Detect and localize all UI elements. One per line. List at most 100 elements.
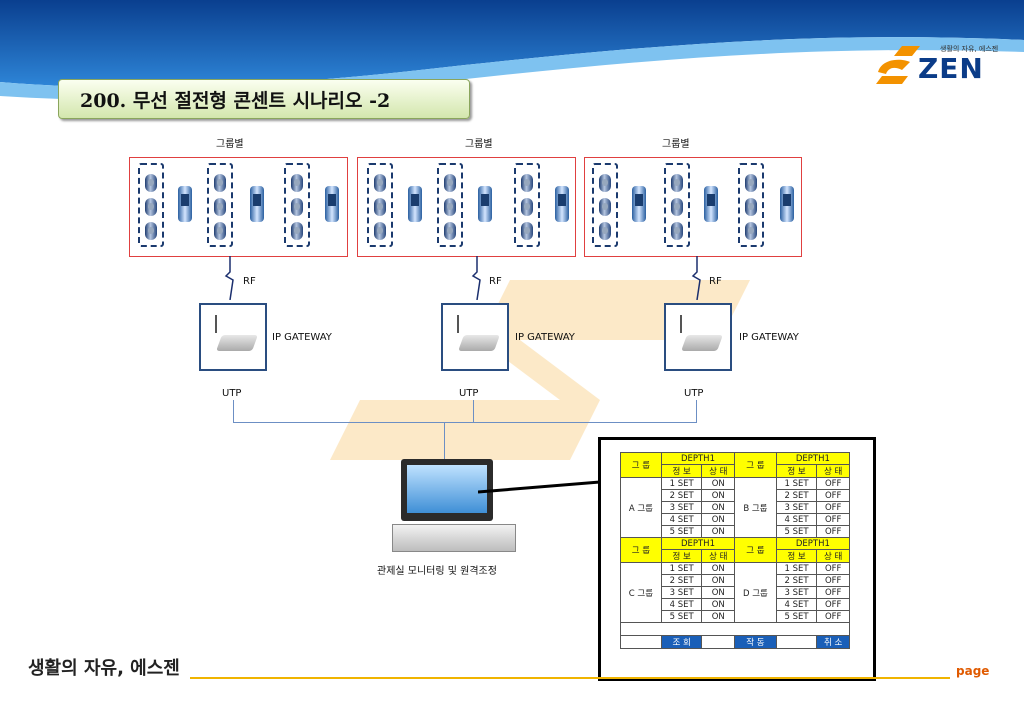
state-header: 상 태 (701, 549, 736, 563)
depth-header: DEPTH1 (775, 452, 851, 465)
status-table: 그 룹 DEPTH1 그 룹 DEPTH1 정 보 상 태 정 보 상 태 A … (620, 452, 851, 649)
state-cell: ON (701, 489, 736, 502)
group-name-a: A 그룹 (620, 477, 662, 538)
router-icon (681, 335, 723, 351)
depth-header: DEPTH1 (660, 452, 736, 465)
remote-icon (178, 186, 192, 222)
utp-label-1: UTP (222, 388, 242, 399)
gateway-label-1: IP GATEWAY (272, 332, 332, 343)
logo-tagline: 생활의 자유, 에스젠 (940, 45, 999, 53)
group-label-2: 그룹별 (465, 139, 493, 150)
plug-icon (521, 222, 533, 240)
remote-icon (704, 186, 718, 222)
state-header: 상 태 (816, 464, 850, 478)
group-name-b: B 그룹 (734, 477, 777, 538)
outlet-strip (514, 163, 540, 247)
state-cell: OFF (816, 586, 850, 599)
state-cell: OFF (816, 501, 850, 514)
plug-icon (444, 198, 456, 216)
set-cell: 2 SET (660, 489, 703, 502)
remote-icon (478, 186, 492, 222)
ip-gateway-box-3 (664, 303, 732, 371)
outlet-strip (207, 163, 233, 247)
state-cell: ON (701, 513, 736, 526)
state-cell: ON (701, 525, 736, 538)
state-cell: OFF (816, 489, 850, 502)
rf-link-icon (224, 256, 234, 300)
ip-gateway-box-1 (199, 303, 267, 371)
plug-icon (671, 222, 683, 240)
page-label: page (956, 664, 990, 678)
szen-logo (876, 46, 920, 84)
remote-icon (250, 186, 264, 222)
logo-wordmark: ZEN (918, 52, 984, 85)
control-room-label: 관제실 모니터링 및 원격조정 (377, 566, 497, 577)
set-cell: 3 SET (660, 586, 703, 599)
set-cell: 5 SET (775, 525, 818, 538)
set-cell: 1 SET (775, 562, 818, 575)
plug-icon (599, 174, 611, 192)
panel-connector-line (478, 480, 600, 494)
set-cell: 3 SET (775, 586, 818, 599)
state-cell: ON (701, 586, 736, 599)
plug-icon (599, 222, 611, 240)
title-box (58, 79, 470, 119)
empty-cell (775, 635, 818, 649)
info-header: 정 보 (775, 549, 818, 563)
plug-icon (214, 198, 226, 216)
plug-icon (745, 174, 757, 192)
set-cell: 1 SET (660, 562, 703, 575)
outlet-strip (592, 163, 618, 247)
remote-icon (780, 186, 794, 222)
monitor-screen (407, 465, 487, 513)
state-cell: ON (701, 610, 736, 623)
state-header: 상 태 (701, 464, 736, 478)
plug-icon (145, 222, 157, 240)
query-button[interactable]: 조 회 (660, 635, 703, 649)
empty-cell (701, 635, 736, 649)
footer-slogan: 생활의 자유, 에스젠 (28, 658, 180, 679)
plug-icon (374, 222, 386, 240)
rf-label-1: RF (243, 276, 256, 287)
ip-gateway-box-2 (441, 303, 509, 371)
utp-label-2: UTP (459, 388, 479, 399)
set-cell: 2 SET (660, 574, 703, 587)
plug-icon (521, 174, 533, 192)
state-cell: ON (701, 574, 736, 587)
plug-icon (444, 222, 456, 240)
plug-icon (374, 174, 386, 192)
plug-icon (671, 174, 683, 192)
state-cell: ON (701, 598, 736, 611)
run-button[interactable]: 작 동 (734, 635, 777, 649)
remote-icon (325, 186, 339, 222)
rf-link-icon (471, 256, 481, 300)
plug-icon (444, 174, 456, 192)
group-box-1 (129, 157, 348, 257)
gateway-label-2: IP GATEWAY (515, 332, 575, 343)
outlet-strip (437, 163, 463, 247)
plug-icon (521, 198, 533, 216)
plug-icon (291, 222, 303, 240)
router-icon (458, 335, 500, 351)
set-cell: 5 SET (660, 610, 703, 623)
group-header: 그 룹 (620, 452, 662, 478)
group-name-d: D 그룹 (734, 562, 777, 623)
plug-icon (745, 198, 757, 216)
state-header: 상 태 (816, 549, 850, 563)
cancel-button[interactable]: 취 소 (816, 635, 850, 649)
set-cell: 2 SET (775, 574, 818, 587)
outlet-strip (367, 163, 393, 247)
antenna-icon (215, 315, 217, 333)
rf-label-3: RF (709, 276, 722, 287)
outlet-strip (138, 163, 164, 247)
utp-line (696, 400, 697, 422)
remote-icon (408, 186, 422, 222)
state-cell: OFF (816, 598, 850, 611)
info-header: 정 보 (660, 549, 703, 563)
remote-icon (555, 186, 569, 222)
state-cell: OFF (816, 610, 850, 623)
footer-line (190, 677, 950, 679)
depth-header: DEPTH1 (660, 537, 736, 550)
antenna-icon (680, 315, 682, 333)
plug-icon (214, 174, 226, 192)
